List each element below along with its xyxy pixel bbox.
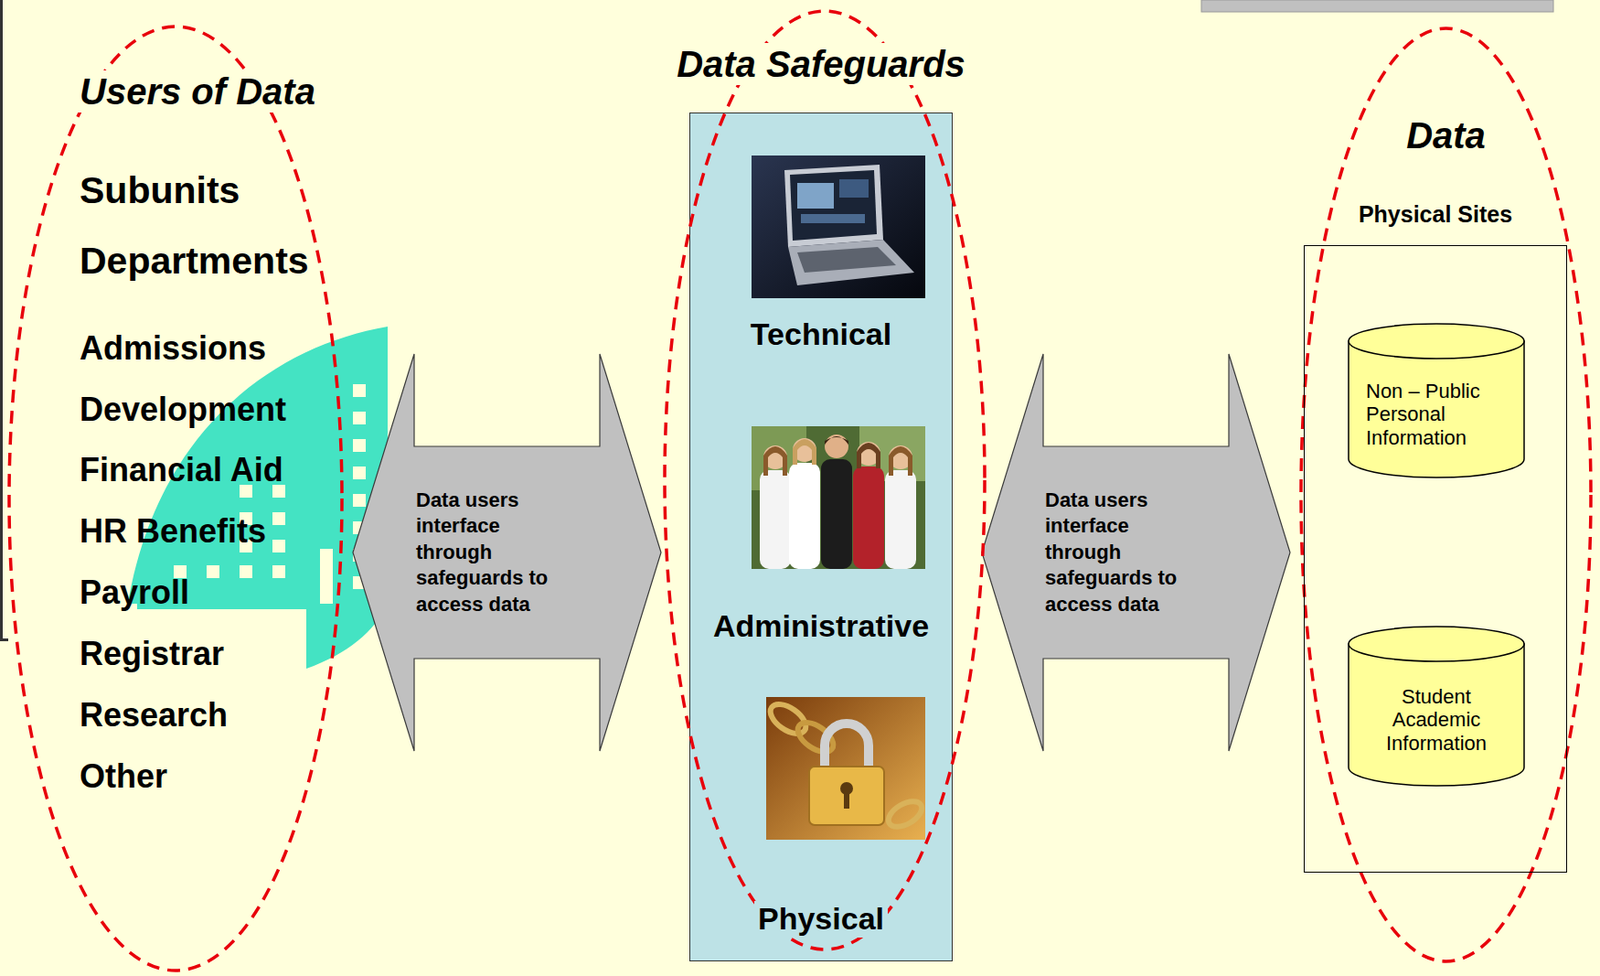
padlock-picture (884, 795, 927, 832)
safeguard-label: Technical (746, 316, 896, 352)
user-label: Financial Aid (75, 450, 288, 489)
dashed-ellipse (1298, 25, 1594, 964)
padlock-picture (792, 716, 839, 758)
laptop-picture (800, 213, 865, 224)
laptop-picture (797, 182, 834, 209)
user-label: Departments (75, 239, 313, 283)
sites-box: Physical SitesNon – Public Personal Info… (1303, 245, 1568, 873)
safeguard-label: Physical (754, 900, 888, 937)
people-picture (856, 441, 881, 466)
people-picture (853, 466, 885, 569)
padlock-picture (765, 698, 811, 740)
people-picture (885, 469, 917, 569)
user-label: Research (75, 695, 232, 734)
building-graphic (352, 493, 366, 507)
user-label: Development (75, 390, 290, 428)
padlock-picture (840, 781, 854, 795)
database-cylinder: Student Academic Information (1347, 625, 1526, 787)
group-heading: Users of Data (75, 70, 320, 113)
building-graphic (352, 466, 366, 480)
laptop-picture (788, 239, 915, 286)
data-group: DataPhysical SitesNon – Public Personal … (1298, 25, 1594, 964)
user-label: Payroll (75, 573, 193, 611)
people-picture (859, 426, 926, 481)
laptop-picture (751, 155, 926, 299)
people-picture (763, 445, 788, 470)
padlock-picture (809, 766, 885, 825)
safeguards-box: Data SafeguardsTechnicalAdministrativePh… (689, 112, 953, 961)
database-label: Student Academic Information (1365, 684, 1507, 755)
group-heading: Data Safeguards (672, 42, 970, 86)
people-picture (792, 437, 817, 462)
people-picture (824, 434, 849, 459)
padlock-picture (843, 791, 850, 809)
user-label: Registrar (75, 634, 228, 672)
laptop-picture (839, 179, 869, 198)
building-graphic (272, 565, 286, 578)
safeguard-label: Administrative (709, 608, 933, 644)
people-picture (763, 446, 788, 476)
title-bar-fragment (1201, 0, 1554, 12)
arrow-label: Data users interface through safeguards … (416, 487, 567, 619)
building-graphic (320, 548, 333, 604)
building-graphic (128, 326, 388, 669)
cylinder-body (1348, 643, 1525, 786)
dashed-ellipse (1301, 28, 1591, 961)
building-graphic (206, 565, 220, 578)
laptop-picture (751, 155, 926, 299)
building-graphic (272, 512, 286, 525)
dashed-ellipse (664, 10, 985, 950)
building-graphic (272, 539, 286, 553)
people-picture (759, 469, 791, 569)
users-group: Users of DataSubunitsDepartmentsAdmissio… (6, 23, 345, 973)
building-graphic (128, 326, 388, 669)
group-heading: Data (1402, 114, 1490, 157)
left-edge-line (0, 638, 9, 641)
database-label: Non – Public Personal Information (1365, 379, 1507, 449)
user-label: Admissions (75, 329, 270, 367)
people-picture (789, 462, 821, 569)
building-graphic (239, 565, 253, 578)
building-graphic (352, 438, 366, 452)
building-graphic (352, 548, 366, 562)
padlock-picture (765, 696, 927, 840)
left-edge-line (0, 0, 3, 640)
people-picture (888, 446, 913, 476)
laptop-picture (789, 170, 877, 241)
database-cylinder: Non – Public Personal Information (1347, 322, 1526, 479)
people-picture (824, 436, 849, 445)
user-label: Subunits (75, 169, 244, 213)
people-picture (821, 458, 853, 569)
double-block-arrow (981, 353, 1291, 751)
building-graphic (352, 384, 366, 397)
cylinder-top (1348, 323, 1525, 359)
people-picture (888, 445, 913, 470)
people-picture (792, 438, 817, 465)
people-picture (856, 442, 881, 469)
laptop-picture (784, 164, 884, 247)
cylinder-body (1348, 341, 1525, 478)
user-label: Other (75, 757, 171, 795)
padlock-picture (824, 723, 869, 770)
padlock-picture (766, 696, 926, 840)
dashed-ellipse (6, 23, 345, 973)
building-graphic (352, 521, 366, 534)
arrow-label: Data users interface through safeguards … (1045, 487, 1196, 619)
cylinder-top (1348, 626, 1525, 662)
dashed-ellipse (9, 26, 342, 971)
box-heading: Physical Sites (1354, 201, 1516, 228)
double-block-arrow (352, 353, 662, 751)
people-picture (751, 426, 926, 569)
people-picture (751, 426, 807, 491)
building-graphic (352, 411, 366, 425)
laptop-picture (797, 246, 896, 273)
people-picture (751, 426, 926, 569)
building-graphic (352, 576, 366, 589)
user-label: HR Benefits (75, 512, 270, 550)
left-edge-line (0, 0, 9, 641)
